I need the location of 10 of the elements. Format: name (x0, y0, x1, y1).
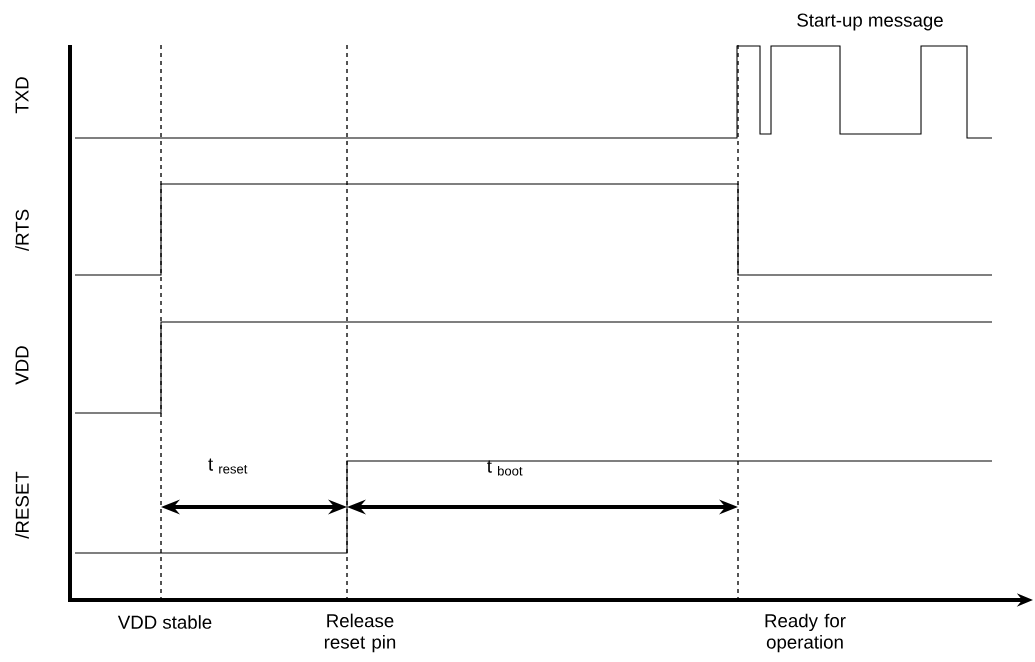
message-label: Start-up message (797, 13, 943, 31)
event-label: Release reset pin (324, 613, 396, 653)
signal-label: /RTS (15, 209, 29, 252)
signal-label: VDD (15, 346, 29, 385)
duration-label: t $_{boot}$ (487, 460, 523, 476)
duration-label: t $_{reset}$ (208, 458, 248, 474)
signal-label: TXD (15, 77, 29, 114)
event-label: VDD stable (117, 615, 212, 629)
event-label: Ready for operation (765, 613, 846, 653)
signal-label: /RESET (15, 471, 29, 539)
